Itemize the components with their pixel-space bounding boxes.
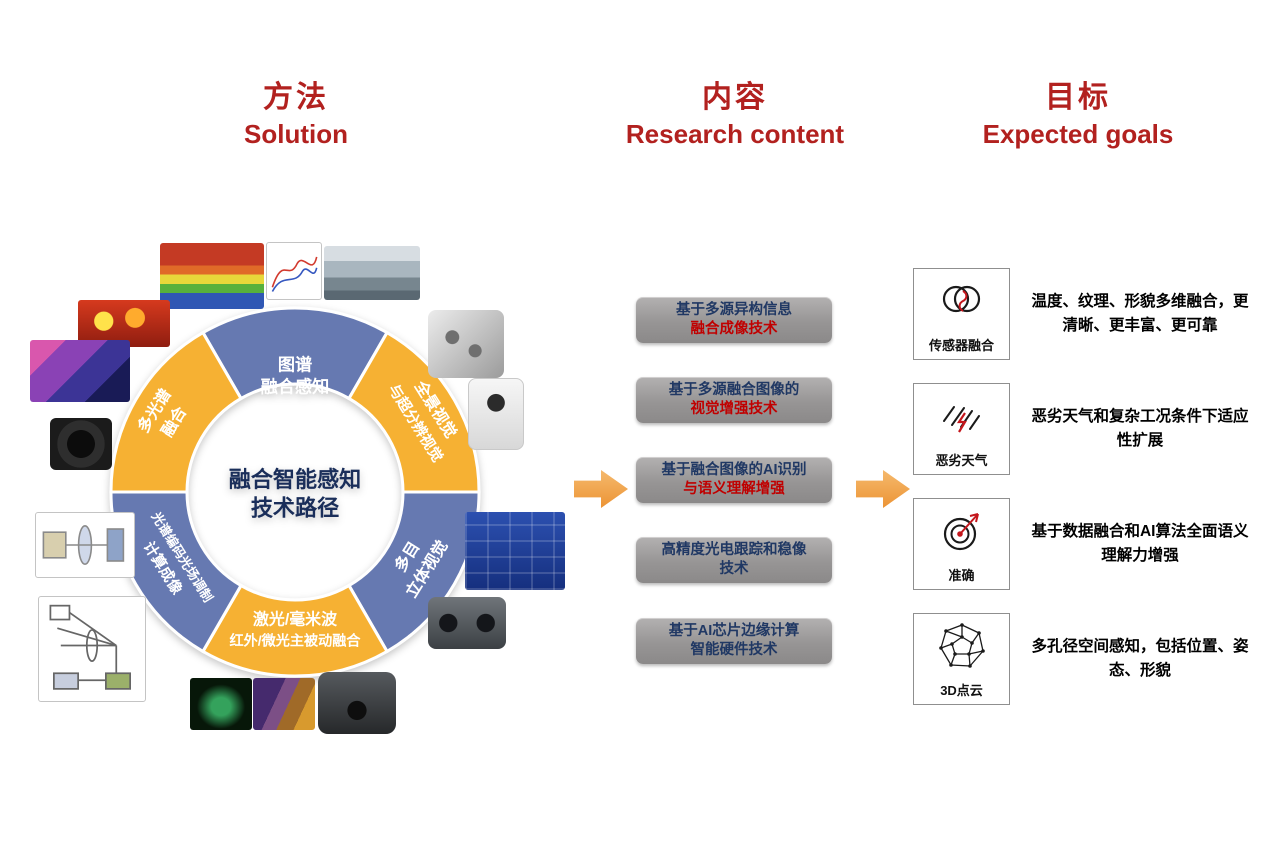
- goal-caption: 传感器融合: [928, 338, 994, 353]
- segment-label: 红外/微光主被动融合: [230, 632, 362, 648]
- solution-donut: 图谱 融合感知 全景视觉 与超分辨视觉 多目 立体视觉 激光/毫米波 红外/微光…: [109, 306, 481, 678]
- goal-caption: 恶劣天气: [935, 453, 988, 468]
- donut-center-title-line2: 技术路径: [251, 495, 339, 520]
- donut-center-title-line1: 融合智能感知: [229, 467, 361, 492]
- content-header-en: Research content: [625, 119, 845, 149]
- research-box-line: 基于AI芯片边缘计算: [668, 623, 800, 639]
- goal-box-accuracy: 准确: [913, 498, 1010, 590]
- bad-weather-icon: [934, 391, 990, 441]
- solution-to-content-arrow: [574, 470, 628, 508]
- goal-description: 恶劣天气和复杂工况条件下适应性扩展: [1031, 407, 1249, 449]
- goal-caption: 3D点云: [940, 683, 983, 698]
- goal-box-3d-point-cloud: 3D点云: [913, 613, 1010, 705]
- research-box-tracking-stabilization: 高精度光电跟踪和稳像 技术: [636, 537, 832, 583]
- optical-system-diagram-image: [38, 596, 146, 702]
- content-column-header: 内容 Research content: [595, 78, 875, 150]
- research-box-line: 视觉增强技术: [690, 401, 778, 417]
- research-box-edge-hardware: 基于AI芯片边缘计算 智能硬件技术: [636, 618, 832, 664]
- stereo-camera-image: [428, 597, 506, 649]
- solution-header-en: Solution: [244, 119, 348, 149]
- goal-box-bad-weather: 恶劣天气: [913, 383, 1010, 475]
- segment-label: 激光/毫米波: [253, 610, 337, 629]
- research-box-line: 技术: [719, 561, 749, 577]
- donut-segment-upper-left: [109, 330, 244, 494]
- solution-header-zh: 方法: [263, 81, 329, 114]
- content-header-zh: 内容: [702, 81, 768, 114]
- research-box-fusion-imaging: 基于多源异构信息 融合成像技术: [636, 297, 832, 343]
- research-box-vision-enhancement: 基于多源融合图像的 视觉增强技术: [636, 377, 832, 423]
- segment-label: 图谱: [278, 355, 312, 375]
- goal-description: 多孔径空间感知，包括位置、姿态、形貌: [1031, 637, 1249, 679]
- research-box-line: 基于多源异构信息: [676, 302, 792, 318]
- goal-description: 温度、纹理、形貌多维融合，更清晰、更丰富、更可靠: [1031, 292, 1249, 334]
- panoramic-camera-cube-image: [428, 310, 504, 378]
- thermal-apples-image: [78, 300, 170, 347]
- goal-description: 基于数据融合和AI算法全面语义理解力增强: [1031, 522, 1249, 564]
- solution-column-header: 方法 Solution: [171, 78, 421, 150]
- research-box-line: 基于多源融合图像的: [668, 382, 800, 398]
- research-box-line: 基于融合图像的AI识别: [661, 462, 807, 478]
- research-box-line: 高精度光电跟踪和稳像: [661, 542, 807, 558]
- segment-label: 融合感知: [261, 377, 330, 397]
- goal-caption: 准确: [948, 568, 975, 583]
- research-box-ai-recognition: 基于融合图像的AI识别 与语义理解增强: [636, 457, 832, 503]
- thermal-ship-image: [190, 678, 252, 730]
- spectral-curves-chart-image: [266, 242, 322, 300]
- thermal-cube-image: [160, 243, 264, 309]
- camera-lens-image: [50, 418, 112, 470]
- sensor-fusion-icon: [934, 276, 990, 326]
- thermal-scene-image: [30, 340, 130, 402]
- goals-header-zh: 目标: [1045, 81, 1111, 114]
- ptz-camera-image: [468, 378, 524, 450]
- research-box-line: 与语义理解增强: [683, 481, 785, 497]
- goals-header-en: Expected goals: [982, 119, 1174, 149]
- gimbal-camera-image: [318, 672, 396, 734]
- point-cloud-icon: [934, 621, 990, 671]
- detection-boxes-image: [465, 512, 565, 590]
- color-night-vision-image: [253, 678, 315, 730]
- research-box-line: 融合成像技术: [690, 321, 778, 337]
- content-to-goals-arrow: [856, 470, 910, 508]
- research-box-line: 智能硬件技术: [690, 642, 778, 658]
- goals-column-header: 目标 Expected goals: [938, 78, 1218, 150]
- accuracy-target-icon: [934, 506, 990, 556]
- lens-schematic-image: [35, 512, 135, 578]
- industrial-pipeline-image: [324, 246, 420, 300]
- goal-box-sensor-fusion: 传感器融合: [913, 268, 1010, 360]
